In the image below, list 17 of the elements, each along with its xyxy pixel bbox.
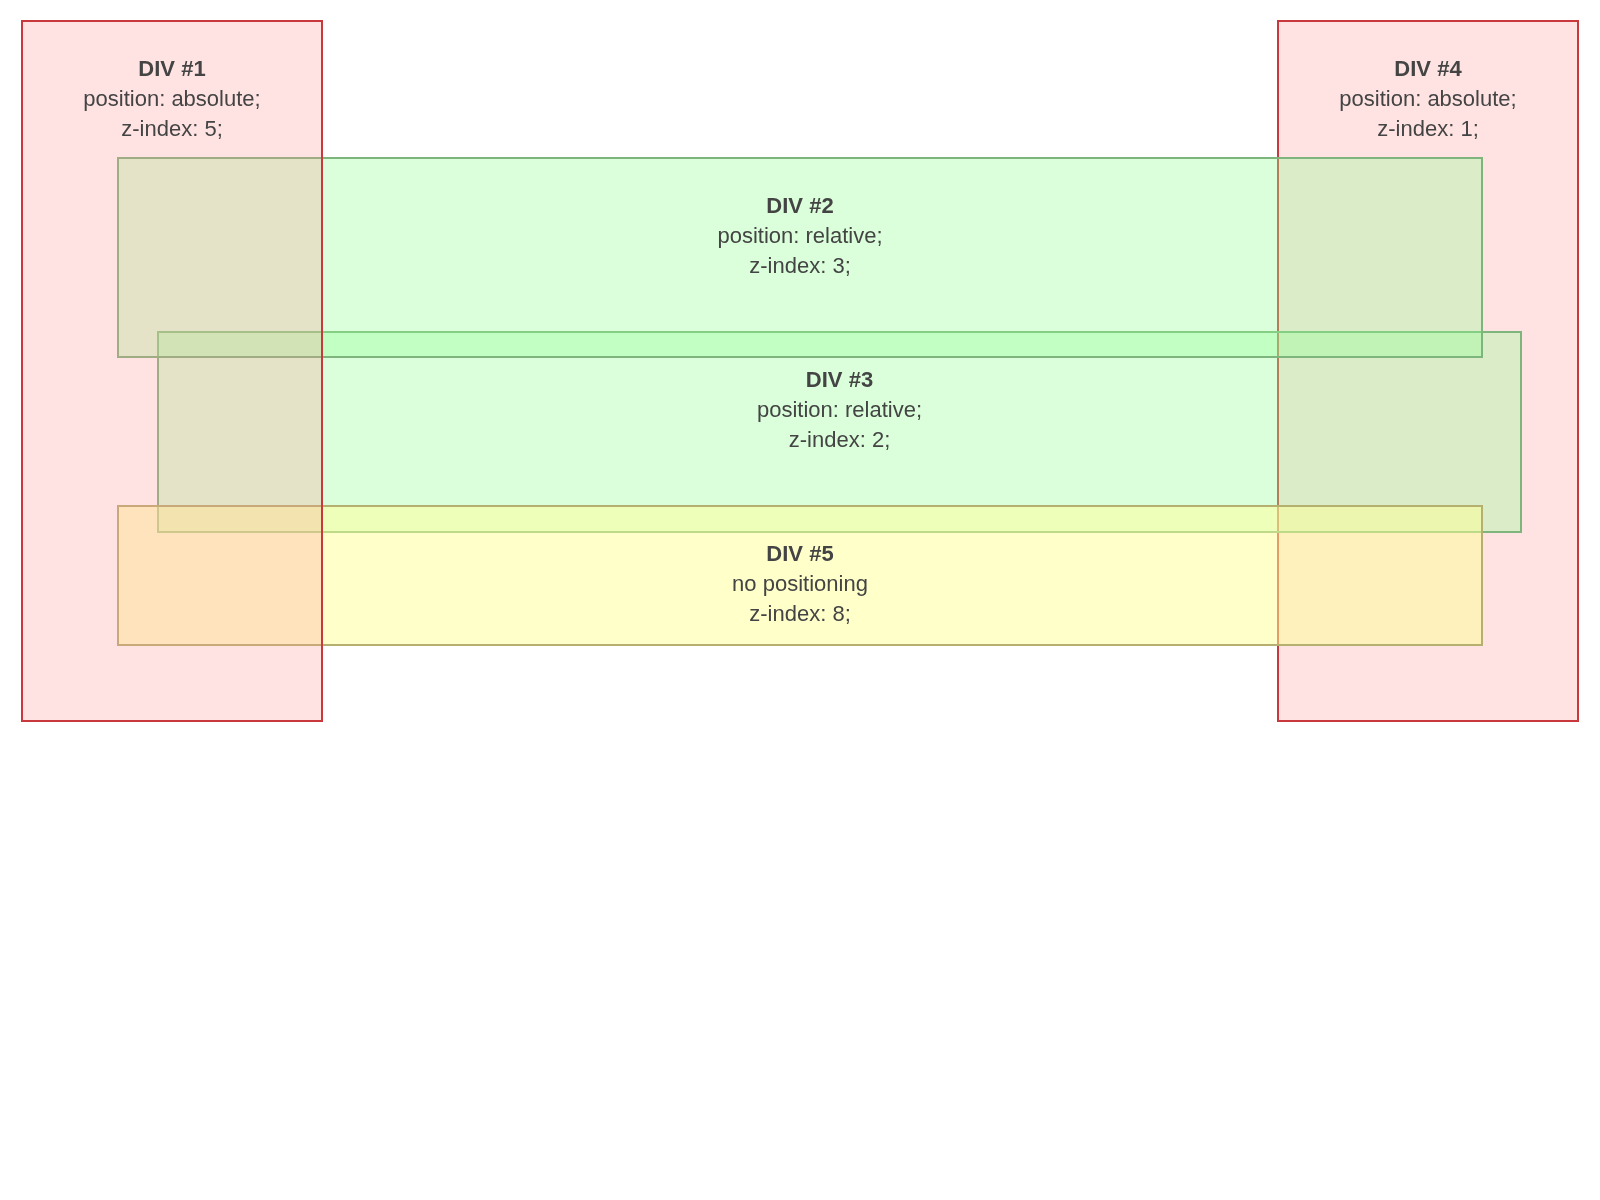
css-property: position: absolute; bbox=[1339, 85, 1517, 113]
css-property: z-index: 1; bbox=[1377, 115, 1479, 143]
box-heading: DIV #3 bbox=[805, 366, 874, 394]
css-property: position: absolute; bbox=[83, 85, 261, 113]
css-property: position: relative; bbox=[717, 222, 883, 250]
css-property: z-index: 8; bbox=[749, 600, 851, 628]
css-property: position: relative; bbox=[756, 396, 923, 424]
div-box bbox=[21, 20, 323, 722]
css-property: z-index: 5; bbox=[121, 115, 223, 143]
css-property: z-index: 3; bbox=[749, 252, 851, 280]
css-property: z-index: 2; bbox=[788, 426, 891, 454]
box-heading: DIV #5 bbox=[766, 540, 834, 568]
box-heading: DIV #2 bbox=[766, 192, 834, 220]
div-box bbox=[1277, 20, 1579, 722]
css-property: no positioning bbox=[732, 570, 868, 598]
box-heading: DIV #1 bbox=[138, 55, 206, 83]
box-heading: DIV #4 bbox=[1394, 55, 1462, 83]
